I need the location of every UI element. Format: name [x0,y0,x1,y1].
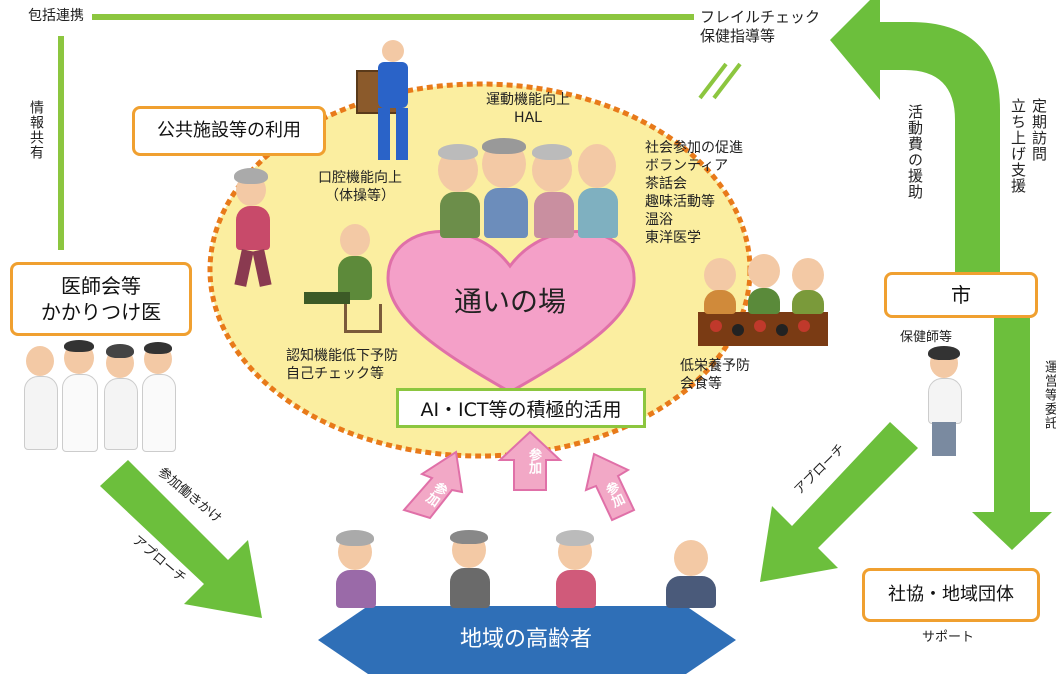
katsudou-label: 活動費の援助 [906,104,924,200]
elder-group-illustration [438,138,618,240]
ishikai-text: 医師会等 かかりつけ医 [40,274,162,324]
sanka-arrow-left [402,450,464,520]
elders-hexagon [318,606,736,674]
teieiyou-label: 低栄養予防 会食等 [680,358,750,392]
ai-ict-text: AI・ICT等の積極的活用 [420,398,622,421]
center-title: 通いの場 [454,285,567,318]
medical-staff-illustration [24,340,176,452]
shi-text: 市 [951,283,971,307]
koukyou-box: 公共施設等の利用 [132,106,326,156]
frail-label: フレイルチェック 保健指導等 [700,8,821,45]
public-health-nurse-illustration [924,346,964,456]
heart-shape [386,229,636,394]
support-label: サポート [922,630,975,645]
slash-mark-1 [698,62,728,100]
dining-elders-illustration [700,254,830,314]
slash-mark-2 [712,62,742,100]
koukuu-label: 口腔機能向上 （体操等） [318,170,402,204]
ninchi-label: 認知機能低下予防 自己チェック等 [286,348,398,382]
stretching-elder-illustration [226,168,292,288]
arrow-approach-right [760,422,918,582]
curved-arrow-up-left [830,0,1000,272]
elders-title: 地域の高齢者 [460,627,593,652]
koukyou-text: 公共施設等の利用 [157,120,301,142]
shi-box: 市 [884,272,1038,318]
hal-robot-suit-illustration [356,40,420,164]
teiki-label: 定期訪問 立ち上げ支援 [1009,98,1048,194]
unei-label: 運営等委託 [1042,360,1056,430]
arrow-down-to-shakyo [972,318,1052,550]
seated-exercise-illustration [304,222,384,333]
ai-ict-box: AI・ICT等の積極的活用 [396,388,646,428]
shakyo-text: 社協・地域団体 [888,584,1014,606]
jouhou-label: 情報共有 [28,100,44,160]
arrow-approach-left [100,460,262,618]
sanka-arrow-right [584,452,636,522]
ishikai-box: 医師会等 かかりつけ医 [10,262,192,336]
shakai-label: 社会参加の促進 ボランティア 茶話会 趣味活動等 温浴 東洋医学 [645,140,743,246]
hokenshi-label: 保健師等 [900,330,953,345]
sanka-text-center: 参加 [526,448,541,474]
sanka-arrow-center [497,430,563,491]
left-link-line [58,36,64,250]
top-link-line [92,14,694,20]
undou-label: 運動機能向上 HAL [486,92,570,126]
local-elders-illustration [318,530,728,610]
houkatsu-label: 包括連携 [28,8,84,24]
shakyo-box: 社協・地域団体 [862,568,1040,622]
